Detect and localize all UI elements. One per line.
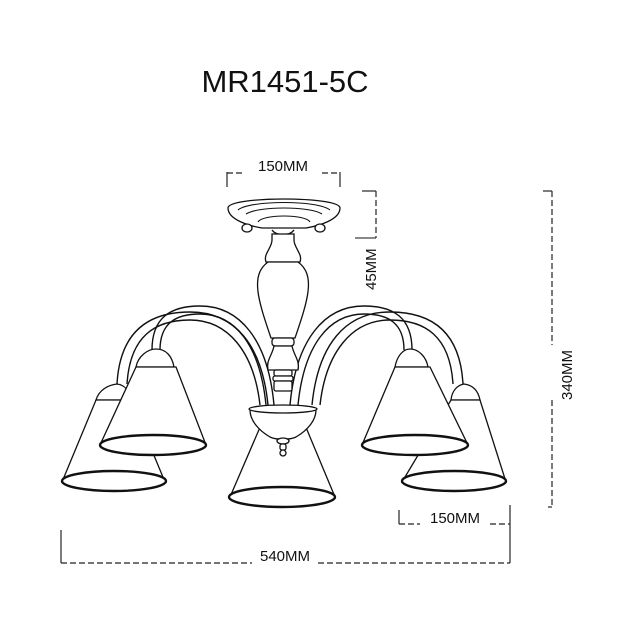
lamp-shade-center <box>227 404 337 509</box>
canopy-width-dimension: 150MM <box>226 158 341 187</box>
overall-height-dimension: 340MM <box>543 190 576 508</box>
canopy-height-label: 45MM <box>363 248 380 290</box>
overall-height-label: 340MM <box>559 350 576 400</box>
lamp-shade-left-front <box>98 348 208 457</box>
shade-width-label: 150MM <box>430 510 480 527</box>
canopy-width-label: 150MM <box>258 158 308 175</box>
overall-width-dimension: 540MM <box>60 530 511 565</box>
chandelier-illustration <box>60 198 508 509</box>
ceiling-canopy <box>227 198 341 236</box>
central-stem <box>256 233 310 392</box>
arms <box>116 305 464 406</box>
overall-width-label: 540MM <box>260 548 310 565</box>
lamp-shade-right-front <box>360 348 470 457</box>
shade-width-dimension: 150MM <box>398 505 511 530</box>
finial-icon <box>276 437 290 445</box>
screw-icon <box>241 223 253 233</box>
screw-icon <box>314 223 326 233</box>
canopy-height-dimension: 45MM <box>355 190 380 290</box>
model-title: MR1451-5C <box>201 64 368 99</box>
